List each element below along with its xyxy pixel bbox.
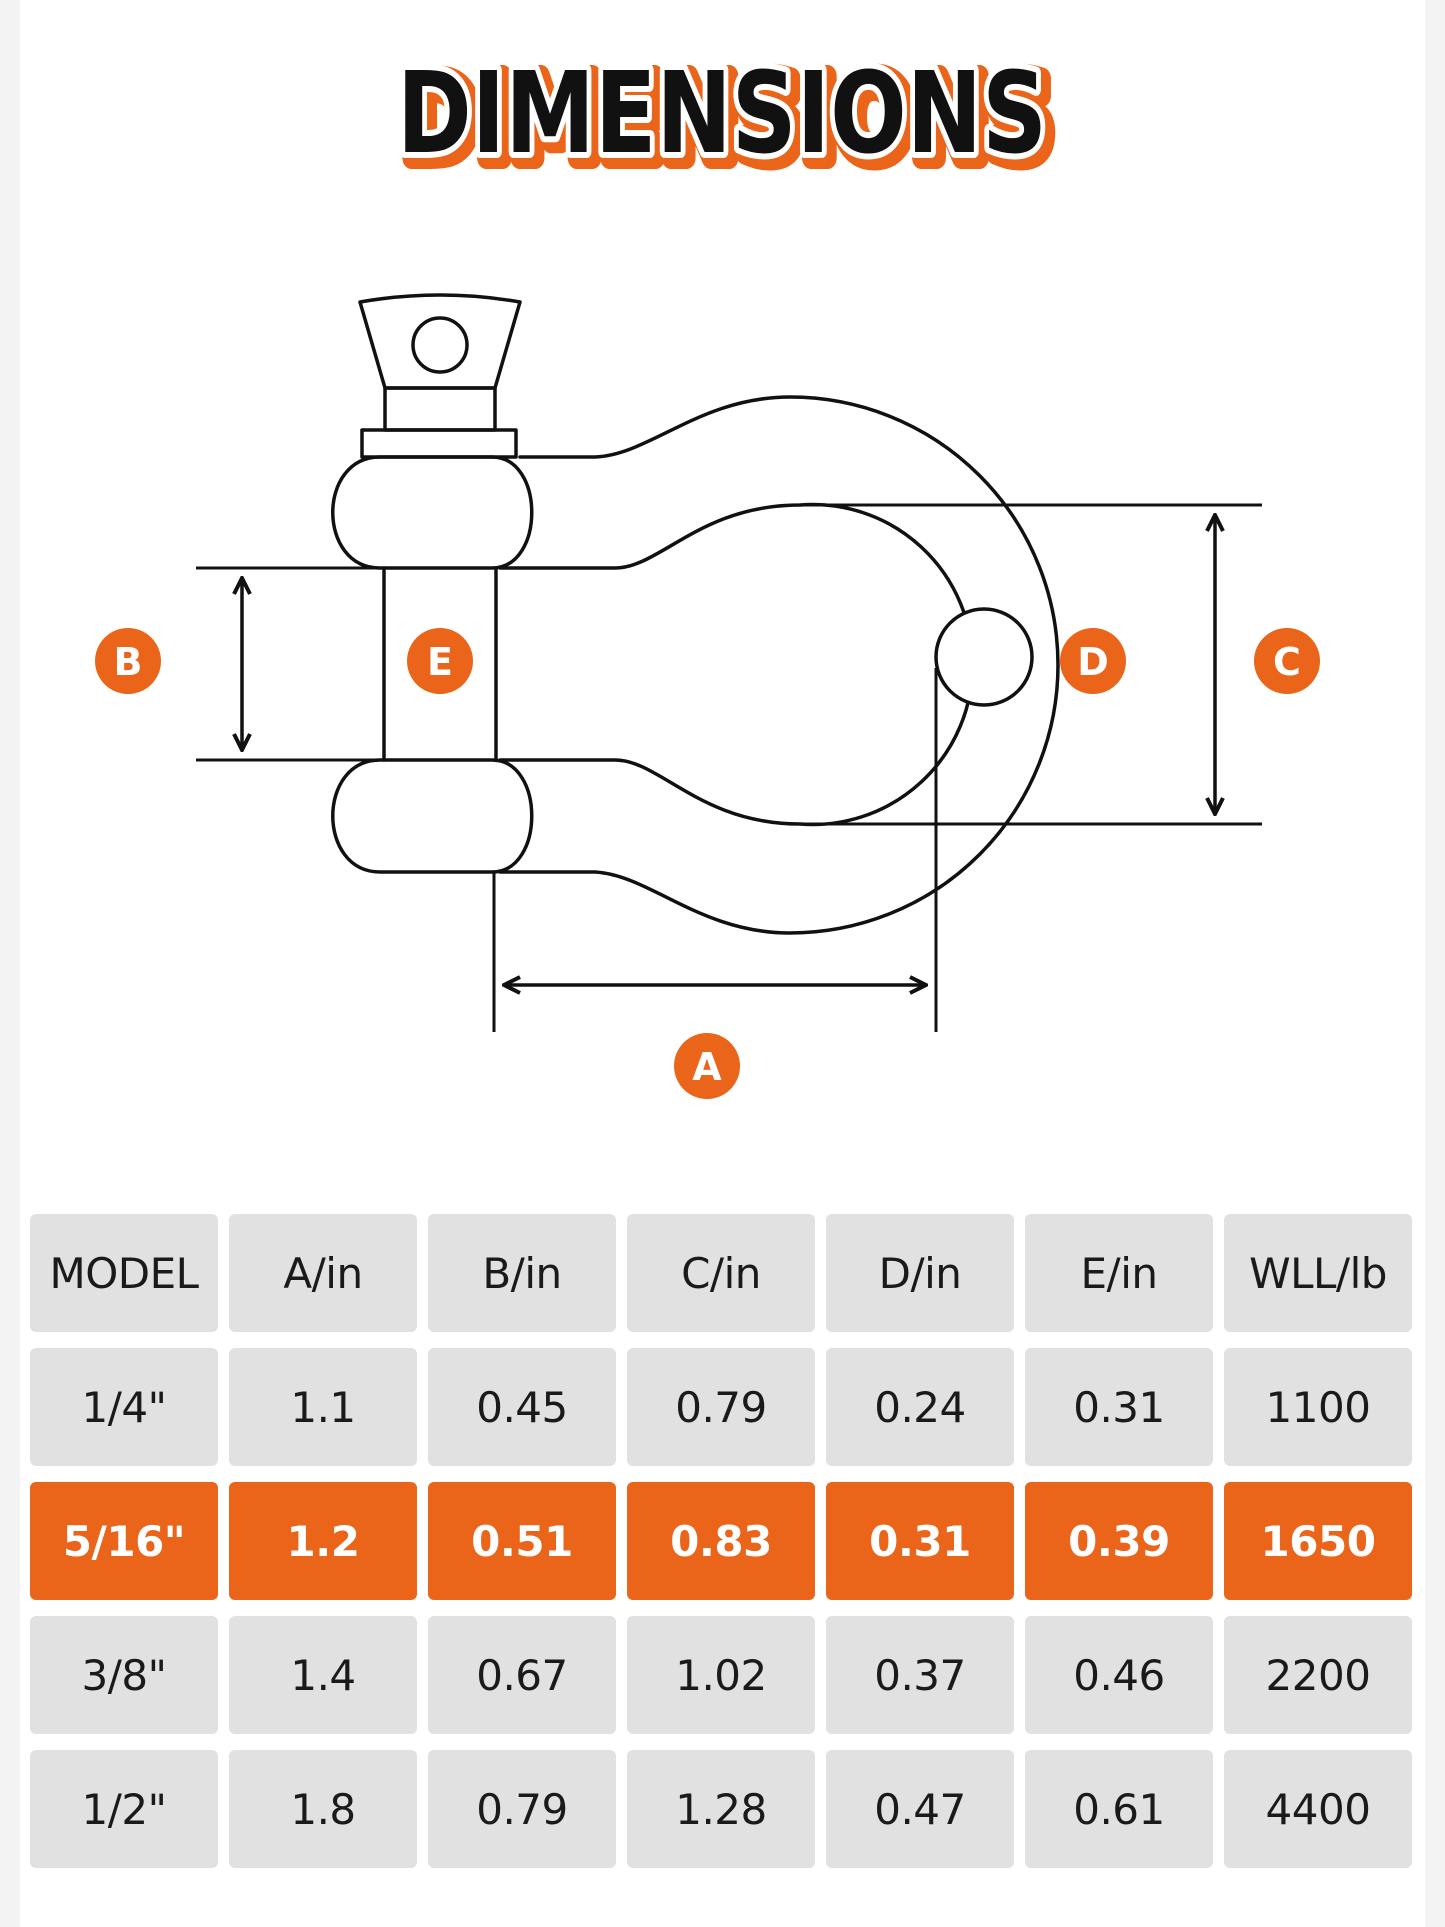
table-cell-highlighted: 0.31 — [826, 1482, 1014, 1600]
badge-d: D — [1060, 628, 1126, 694]
table-header-a: A/in — [229, 1214, 417, 1332]
badge-e-label: E — [427, 640, 453, 684]
table-cell: 0.47 — [826, 1750, 1014, 1868]
table-header-d: D/in — [826, 1214, 1014, 1332]
badge-a-label: A — [692, 1045, 722, 1089]
table-cell-highlighted: 1650 — [1224, 1482, 1412, 1600]
table-cell: 0.37 — [826, 1616, 1014, 1734]
badge-a: A — [674, 1033, 740, 1099]
table-cell-highlighted: 0.51 — [428, 1482, 616, 1600]
shackle-diagram: B E D C A — [0, 250, 1445, 1130]
table-cell-highlighted: 0.83 — [627, 1482, 815, 1600]
pin-ear — [358, 293, 522, 390]
table-header-wll: WLL/lb — [1224, 1214, 1412, 1332]
bow-outer — [498, 395, 1060, 935]
title-text: DIMENSIONS — [397, 49, 1047, 179]
table-row-highlighted: 5/16" 1.2 0.51 0.83 0.31 0.39 1650 — [30, 1482, 1416, 1600]
table-cell: 1/2" — [30, 1750, 218, 1868]
table-cell-highlighted: 5/16" — [30, 1482, 218, 1600]
table-cell-highlighted: 0.39 — [1025, 1482, 1213, 1600]
badge-b-label: B — [114, 640, 143, 684]
pin-collar — [360, 428, 518, 459]
table-cell: 0.46 — [1025, 1616, 1213, 1734]
table-cell: 1.02 — [627, 1616, 815, 1734]
table-cell: 1.8 — [229, 1750, 417, 1868]
page-title: DIMENSIONS DIMENSIONS DIMENSIONS — [0, 40, 1445, 190]
table-cell: 1.28 — [627, 1750, 815, 1868]
table-cell: 1/4" — [30, 1348, 218, 1466]
table-cell: 2200 — [1224, 1616, 1412, 1734]
table-header-b: B/in — [428, 1214, 616, 1332]
title-graphic: DIMENSIONS DIMENSIONS DIMENSIONS — [391, 43, 1064, 190]
table-cell-highlighted: 1.2 — [229, 1482, 417, 1600]
table-cell: 1.4 — [229, 1616, 417, 1734]
table-header-c: C/in — [627, 1214, 815, 1332]
badge-c: C — [1254, 628, 1320, 694]
badge-b: B — [95, 628, 161, 694]
table-header-e: E/in — [1025, 1214, 1213, 1332]
spec-table: MODEL A/in B/in C/in D/in E/in WLL/lb 1/… — [30, 1214, 1416, 1466]
pin-top-eye — [331, 455, 534, 570]
badge-e: E — [407, 628, 473, 694]
table-cell: 4400 — [1224, 1750, 1412, 1868]
title-outline: DIMENSIONS — [397, 49, 1047, 179]
table-cell: 1.1 — [229, 1348, 417, 1466]
bow-section-circle — [934, 607, 1034, 707]
table-cell: 0.79 — [428, 1750, 616, 1868]
table-header-model: MODEL — [30, 1214, 218, 1332]
pin-bottom-eye — [331, 758, 534, 874]
pin-ear-hole — [411, 316, 469, 374]
table-cell: 0.61 — [1025, 1750, 1213, 1868]
table-cell: 1100 — [1224, 1348, 1412, 1466]
table-rows-lower: 3/8" 1.4 0.67 1.02 0.37 0.46 2200 1/2" 1… — [30, 1616, 1416, 1868]
badge-c-label: C — [1273, 640, 1301, 684]
table-cell: 0.31 — [1025, 1348, 1213, 1466]
title-shadow: DIMENSIONS — [403, 55, 1053, 185]
pin-neck — [383, 386, 497, 432]
table-cell: 0.24 — [826, 1348, 1014, 1466]
table-cell: 0.67 — [428, 1616, 616, 1734]
table-cell: 3/8" — [30, 1616, 218, 1734]
table-cell: 0.45 — [428, 1348, 616, 1466]
badge-d-label: D — [1077, 640, 1109, 684]
table-cell: 0.79 — [627, 1348, 815, 1466]
bow-inner — [498, 502, 975, 827]
